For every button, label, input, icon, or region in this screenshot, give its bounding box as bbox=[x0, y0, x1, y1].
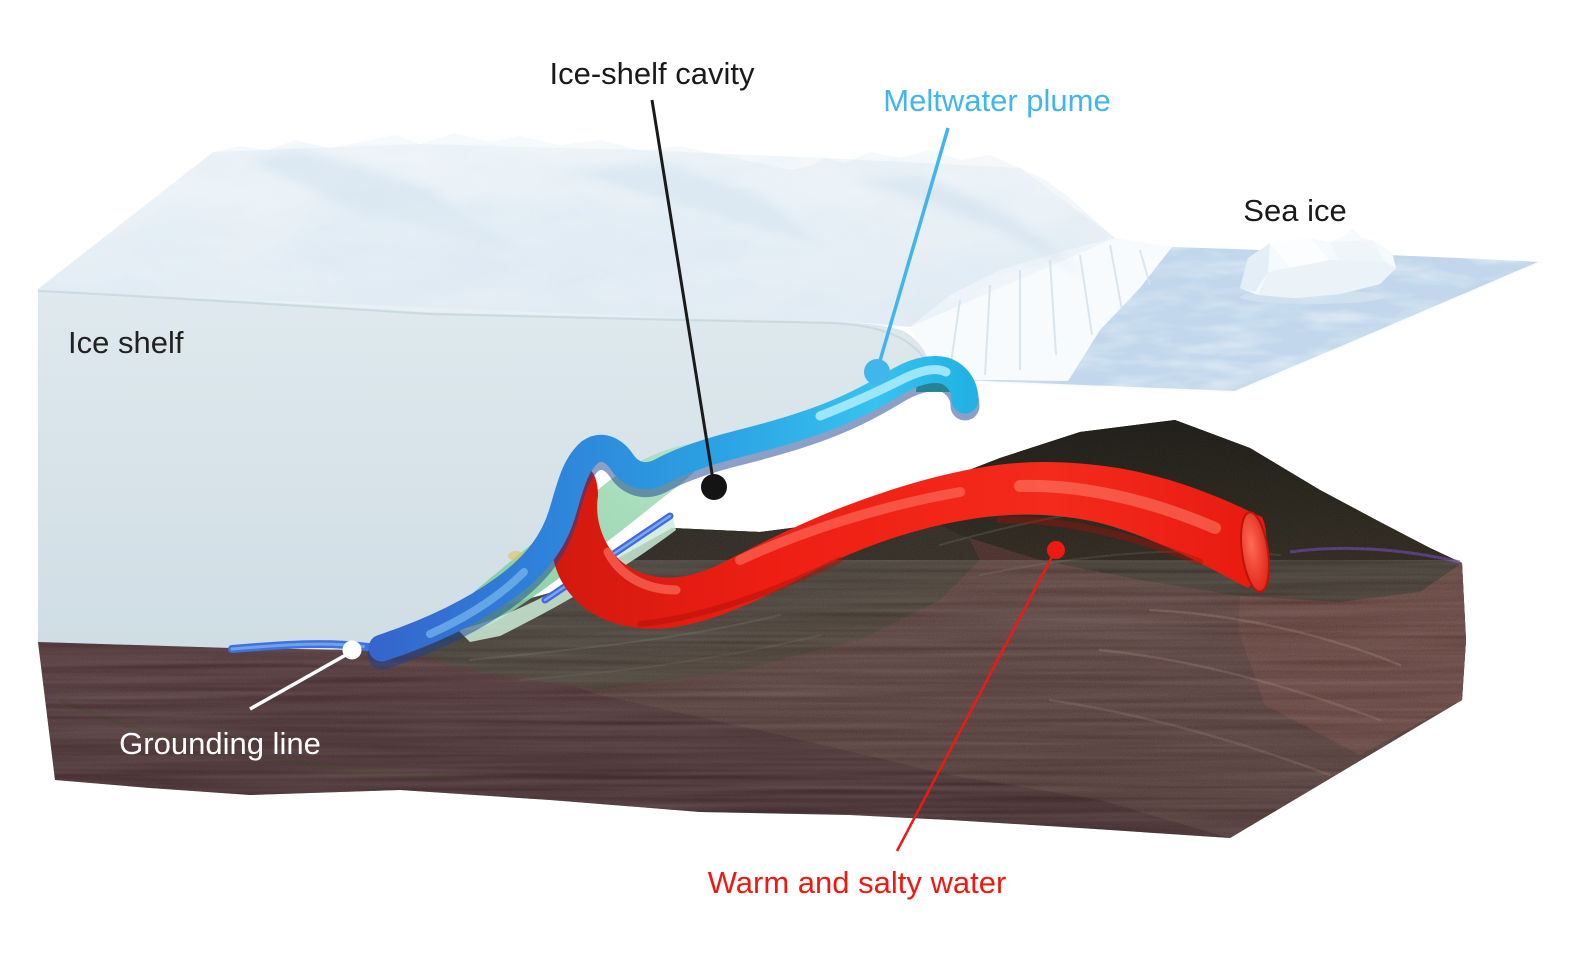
meltwater-tube-highlights bbox=[426, 365, 951, 638]
annotations: Ice-shelf cavity Meltwater plume Sea ice… bbox=[68, 56, 1347, 900]
label-ice-shelf: Ice shelf bbox=[68, 325, 184, 360]
label-grounding-line: Grounding line bbox=[119, 726, 321, 761]
leader-meltwater-plume bbox=[875, 127, 950, 372]
warm-water-tube-body bbox=[551, 462, 1267, 629]
warm-water-tube-shading bbox=[603, 479, 1221, 627]
ice-front-top-edge bbox=[37, 290, 931, 369]
iceberg bbox=[1240, 228, 1396, 304]
meltwater-plume-marker-dot bbox=[864, 359, 890, 385]
ice-shelf-cavity-marker-dot bbox=[701, 474, 727, 500]
label-sea-ice: Sea ice bbox=[1243, 193, 1346, 228]
leader-ice-shelf-cavity bbox=[650, 99, 716, 487]
calving-front-crevasses bbox=[949, 244, 1151, 376]
sea-ice-front-edge-highlight bbox=[934, 260, 1544, 396]
meltwater-plume-tube bbox=[367, 356, 980, 670]
warm-water-tube bbox=[551, 462, 1271, 629]
label-ice-shelf-cavity: Ice-shelf cavity bbox=[549, 56, 755, 91]
label-meltwater-plume: Meltwater plume bbox=[883, 83, 1110, 118]
leader-warm-salty-water bbox=[895, 550, 1057, 852]
leader-grounding-line bbox=[249, 650, 352, 711]
warm-water-tube-cut-face bbox=[1239, 511, 1271, 593]
calving-front bbox=[910, 238, 1172, 381]
grounding-line-marker-dot bbox=[342, 640, 362, 660]
label-warm-salty-water: Warm and salty water bbox=[708, 865, 1007, 900]
warm-salty-water-marker-dot bbox=[1047, 541, 1065, 559]
calving-front-wall bbox=[910, 238, 1172, 381]
ice-shelf-front-face bbox=[38, 289, 933, 650]
